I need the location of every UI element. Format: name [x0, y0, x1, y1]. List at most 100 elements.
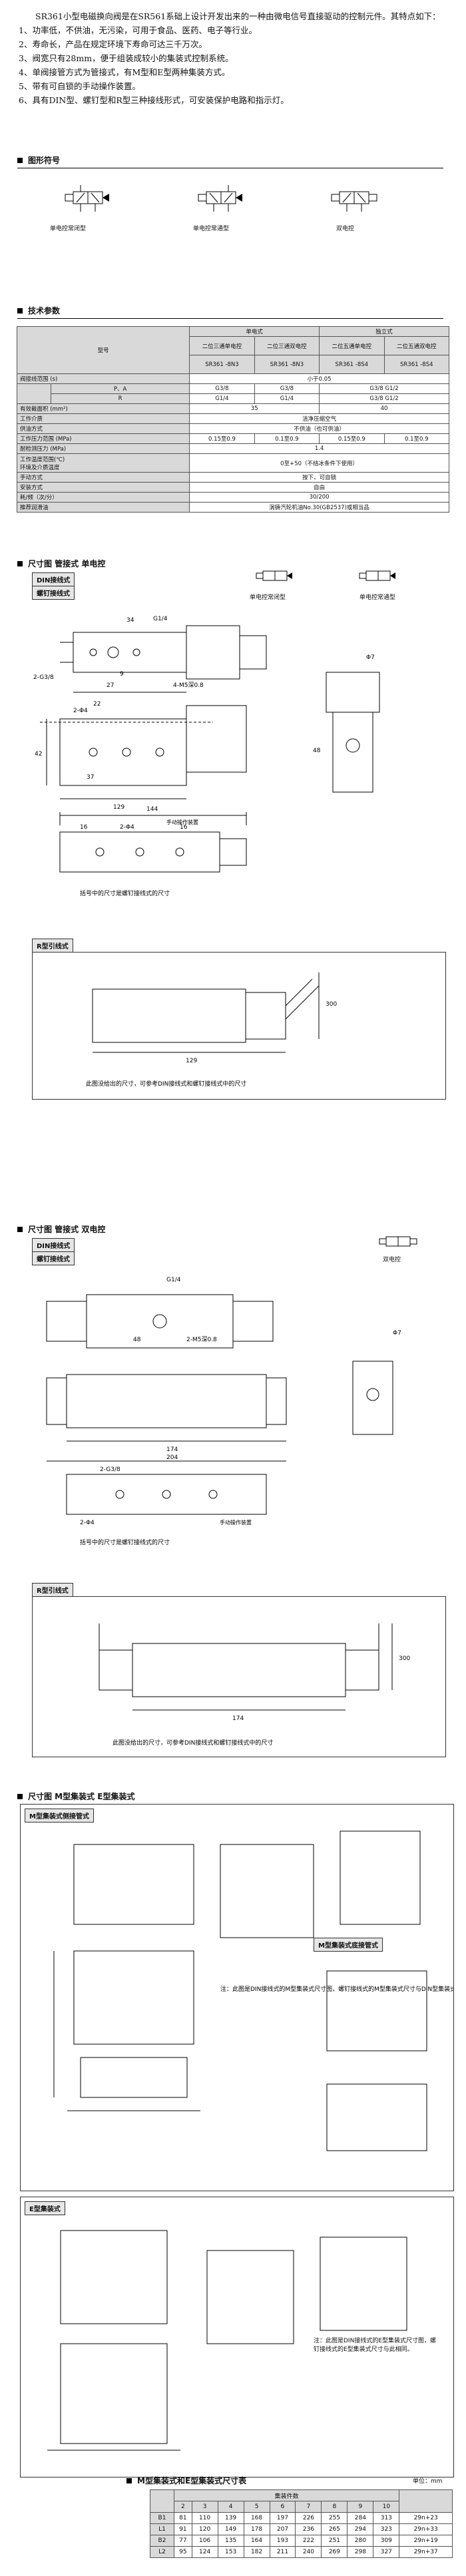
spec-col-name: 二位三通双电控 — [254, 336, 320, 355]
bullet-square — [17, 308, 23, 314]
spec-row: 工作压力范围 (MPa) 0.15至0.9 0.1至0.9 0.15至0.9 0… — [16, 433, 450, 444]
dim-label: 2-G3/8 — [33, 674, 54, 681]
tag-m-bottom: M型集装式底接管式 — [314, 1938, 383, 1952]
spec-row: 手动方式 按下、可自锁 — [16, 472, 449, 483]
bullet-square — [126, 2477, 132, 2483]
dim2-sym-label: 双电控 — [383, 1257, 401, 1263]
bullet-square — [17, 560, 23, 566]
bullet-square — [17, 1226, 23, 1232]
dim-label: 48 — [313, 748, 321, 754]
tag-m-side: M型集装式侧接管式 — [25, 1809, 94, 1823]
spec-row: 安装方式 自由 — [16, 482, 449, 493]
dim-label: 174 — [166, 1446, 178, 1453]
dim-label: 129 — [113, 804, 124, 811]
dim-label: 174 — [232, 1715, 244, 1722]
unit-label: 单位：mm — [413, 2478, 443, 2485]
section-title-dim-double: 尺寸图 管接式 双电控 — [17, 1223, 105, 1235]
m-manifold-drawing: 注：此图是DIN接线式的M型集装式尺寸图，螺钉接线式的M型集装式尺寸与DIN型集… — [53, 1830, 466, 2151]
dim-label: G1/4 — [166, 1277, 181, 1283]
spec-header-double: 独立式 — [319, 326, 449, 337]
intro-item: 1、功率低，不供油，无污染，可用于食品、医药、电子等行业。 — [19, 25, 257, 35]
dim1-sym-label: 单电控常闭型 — [250, 594, 286, 601]
dim-label: G1/4 — [153, 616, 168, 622]
dim-label: 2-Φ4 — [73, 708, 88, 714]
spec-model-label: 型号 — [16, 326, 190, 374]
spec-row: 工作温度范围(℃) 环境及介质温度 0至+50（不结冰条件下使用） — [16, 453, 449, 473]
symbol-label: 单电控常通型 — [193, 226, 230, 232]
dim-label: Φ7 — [393, 1330, 401, 1337]
r-type-caption: 此图没给出的尺寸，可参考DIN接线式和螺钉接线式中的尺寸 — [86, 1080, 246, 1088]
section-title-table: M型集装式和E型集装式尺寸表 — [126, 2475, 246, 2486]
spec-row: 工作介质 洁净压缩空气 — [16, 413, 449, 424]
dim-label: 16 — [80, 824, 88, 831]
spec-col-name: 二位五通单电控 — [319, 336, 385, 355]
dim-label: 34 — [126, 617, 134, 624]
section-title-dim-manifold: 尺寸图 M型集装式 E型集装式 — [17, 1791, 135, 1802]
spec-row: 推荐润滑油 涡铸汽轮机油No.30(GB2537)或相当品 — [16, 502, 449, 513]
dim-label: 37 — [87, 774, 94, 781]
dim-label: 129 — [186, 1058, 197, 1064]
divider — [17, 318, 443, 319]
r-type-panel: 174 300 此图没给出的尺寸，可参考DIN接线式和螺钉接线式中的尺寸 — [32, 1596, 446, 1757]
dim-label: 48 — [133, 1337, 141, 1343]
symbol-normally-closed — [65, 185, 109, 212]
bullet-square — [17, 157, 23, 163]
e-note: 注：此图是DIN接线式的E型集装式尺寸图，螺钉接线式的E型集装式尺寸与此相同。 — [314, 2338, 437, 2353]
symbol-double-solenoid — [331, 191, 377, 212]
dim-label: 144 — [146, 806, 158, 813]
dim-label: 2-G3/8 — [100, 1466, 120, 1473]
spec-row: 有效截面积 (mm²) 35 40 — [16, 403, 449, 414]
dim2-drawing: G1/4 48 2-M5深0.8 Φ7 174 204 2-G3/8 2-Φ4 … — [46, 1277, 401, 1546]
symbol-label: 单电控常闭型 — [50, 226, 87, 232]
intro-item: 2、寿命长，产品在规定环境下寿命可达三千万次。 — [19, 39, 207, 49]
spec-model: SR361 -8S4 — [383, 355, 450, 374]
dim-label: 22 — [93, 701, 101, 708]
spec-row: R G1/4 G1/4 G3/8 G1/2 — [17, 393, 449, 404]
spec-row: P、A G3/8 G3/8 G3/8 G1/2 — [17, 383, 449, 404]
spec-row: 耐检测压力 (MPa) 1.4 — [16, 443, 449, 454]
dim1-drawing: G1/4 34 2-G3/8 27 4-M5深0.8 9 22 2-Φ4 42 … — [33, 616, 380, 897]
dim-label: 手动操作装置 — [220, 1519, 252, 1526]
dim-label: 42 — [35, 751, 42, 757]
tag-din: DIN接线式 — [32, 572, 75, 586]
valve-symbols-diagram — [65, 185, 377, 212]
bullet-square — [17, 1793, 23, 1799]
intro-lead: SR361小型电磁换向阀是在SR561系础上设计开发出来的一种由微电信号直接驱动… — [35, 11, 441, 21]
intro-item: 4、单阀接管方式为管接式，有M型和E型两种集装方式。 — [19, 67, 230, 77]
r-type-panel: 129 300 此图没给出的尺寸，可参考DIN接线式和螺钉接线式中的尺寸 — [32, 952, 446, 1100]
intro-item: 3、阀宽只有28mm，便于组装成较小的集装式控制系统。 — [19, 53, 234, 63]
m-manifold-panel: M型集装式侧接管式 M型集装式底接管式 注：此图是DIN接线式的M型集装式尺寸图… — [20, 1804, 466, 2191]
dim2-symbol — [379, 1236, 417, 1247]
intro-item: 5、带有可自锁的手动操作装置。 — [19, 81, 140, 91]
spec-row: 阀接线范围 (s) 小于0.05 — [16, 373, 449, 384]
dim-label: 手动操作装置 — [166, 819, 198, 825]
e-manifold-drawing — [47, 2230, 407, 2451]
dim1-sym-label: 单电控常通型 — [359, 594, 396, 601]
r-type-caption: 此图没给出的尺寸，可参考DIN接线式和螺钉接线式中的尺寸 — [113, 1739, 273, 1747]
r-type-drawing: 129 300 此图没给出的尺寸，可参考DIN接线式和螺钉接线式中的尺寸 — [86, 972, 337, 1088]
tag-din: DIN接线式 — [32, 1238, 75, 1252]
dim-label: 4-M5深0.8 — [173, 682, 204, 689]
e-manifold-panel: E型集装式 注：此图是DIN接线式的E型集装式尺寸图，螺钉接线式的E型集装式尺寸… — [20, 2197, 454, 2477]
spec-model: SR361 -8N3 — [254, 355, 320, 374]
dim-label: 300 — [399, 1655, 410, 1662]
tag-r-type: R型引线式 — [32, 939, 73, 953]
spec-model: SR361 -8N3 — [189, 355, 255, 374]
spec-table: 型号 单电式 独立式 二位三通单电控 二位三通双电控 二位五通单电控 二位五通双… — [16, 326, 450, 513]
tag-r-type: R型引线式 — [32, 1583, 73, 1597]
dim1-symbols — [256, 570, 395, 581]
symbol-normally-open — [198, 185, 242, 212]
symbol-label: 双电控 — [336, 226, 355, 232]
spec-row: 供油方式 不供油（也可供油） — [16, 423, 449, 434]
table-header: 集装件数 — [173, 2489, 400, 2501]
spec-col-name: 二位五通双电控 — [383, 336, 450, 355]
spec-row: 耗/频（次/分） 30/200 — [16, 492, 449, 503]
dim-label: Φ7 — [366, 654, 375, 661]
dim-label: 16 — [180, 824, 188, 831]
r-type-drawing: 174 300 此图没给出的尺寸，可参考DIN接线式和螺钉接线式中的尺寸 — [99, 1623, 410, 1747]
